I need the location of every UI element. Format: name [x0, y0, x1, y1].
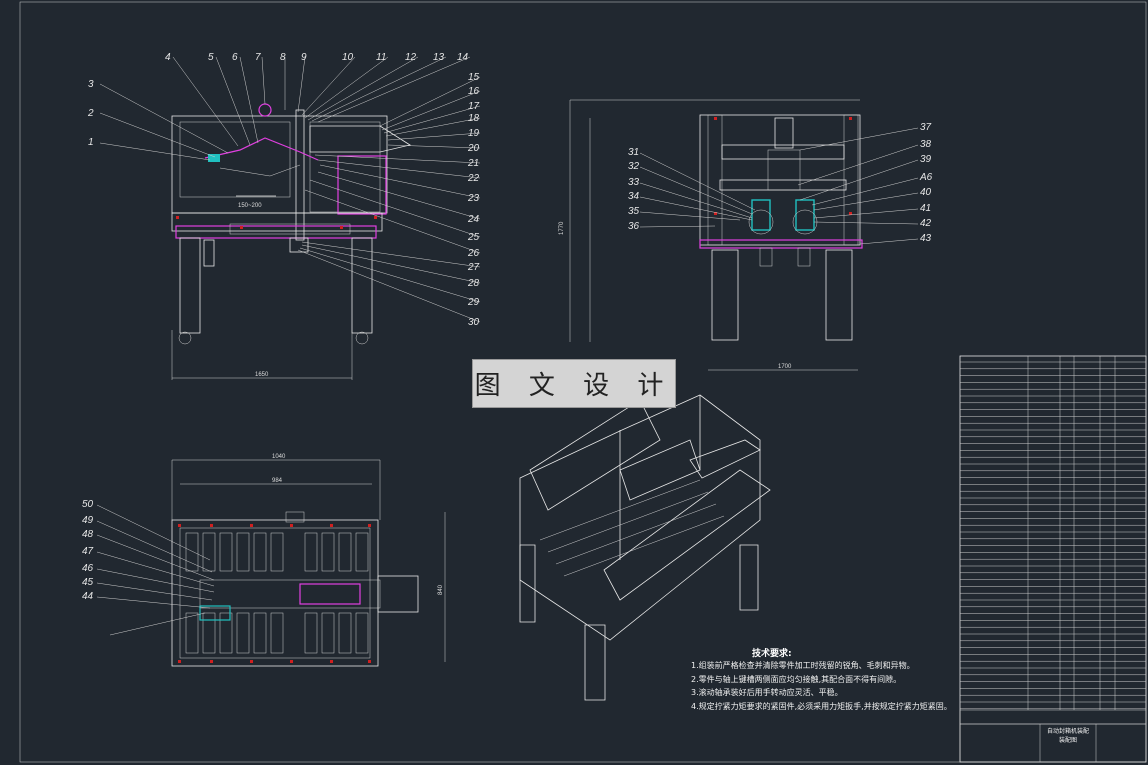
- callout-3: 3: [88, 79, 94, 90]
- callout-29: 29: [467, 297, 480, 308]
- callout-27: 27: [467, 262, 480, 273]
- title-block-subtitle: 装配图: [1058, 737, 1077, 744]
- technical-notes-title: 技术要求:: [752, 649, 792, 659]
- callout-31: 31: [628, 147, 639, 158]
- callout-5: 5: [208, 52, 214, 63]
- callout-23: 23: [467, 193, 480, 204]
- callout-A6: A6: [919, 172, 933, 183]
- callout-25: 25: [467, 232, 480, 243]
- side-view: 1770 1700: [559, 99, 933, 371]
- top-dim-inner: 984: [272, 478, 283, 484]
- top-dim-overall: 1040: [272, 454, 286, 460]
- callout-22: 22: [467, 173, 480, 184]
- callout-7: 7: [255, 52, 261, 63]
- callout-40: 40: [920, 187, 932, 198]
- front-dim-height: 150~200: [238, 203, 262, 209]
- note-2: 2.零件与轴上键槽两侧面应均匀接触,其配合面不得有间隙。: [691, 674, 902, 684]
- callout-43: 43: [920, 233, 932, 244]
- callout-48: 48: [82, 529, 94, 540]
- callout-49: 49: [82, 515, 94, 526]
- callout-16: 16: [468, 86, 480, 97]
- callout-2: 2: [87, 108, 94, 119]
- parts-list-table: [959, 355, 1147, 763]
- callout-41: 41: [920, 203, 931, 214]
- front-dim-width: 1650: [255, 372, 269, 378]
- callout-33: 33: [628, 177, 640, 188]
- callout-50: 50: [82, 499, 94, 510]
- callout-44: 44: [82, 591, 94, 602]
- callout-11: 11: [376, 52, 386, 63]
- title-block-name: 自动封箱机装配: [1046, 728, 1089, 735]
- note-3: 3.滚动轴承装好后用手转动应灵活、平稳。: [691, 688, 843, 697]
- callout-21: 21: [467, 158, 479, 169]
- callout-30: 30: [468, 317, 480, 328]
- side-dim-width: 1700: [778, 364, 792, 370]
- callout-36: 36: [628, 221, 640, 232]
- front-view: 150~200 1650: [87, 52, 481, 380]
- callout-45: 45: [82, 577, 94, 588]
- top-view: 1040 984 840 50 49 48: [82, 454, 446, 667]
- callout-38: 38: [920, 139, 932, 150]
- callout-6: 6: [232, 52, 238, 63]
- top-dim-depth: 840: [438, 584, 444, 595]
- callout-1: 1: [88, 137, 94, 148]
- callout-13: 13: [433, 52, 445, 63]
- callout-34: 34: [628, 191, 640, 202]
- callout-20: 20: [467, 143, 480, 154]
- callout-24: 24: [467, 214, 480, 225]
- side-dim-height: 1770: [559, 221, 565, 235]
- callout-18: 18: [468, 113, 480, 124]
- isometric-view: [519, 394, 771, 701]
- note-1: 1.组装前严格检查并清除零件加工时残留的锐角、毛刺和异物。: [691, 661, 915, 670]
- callout-35: 35: [628, 206, 640, 217]
- callout-32: 32: [628, 161, 640, 172]
- callout-4: 4: [165, 52, 171, 63]
- callout-47: 47: [82, 546, 94, 557]
- callout-19: 19: [468, 128, 480, 139]
- callout-10: 10: [342, 52, 354, 63]
- callout-15: 15: [468, 72, 480, 83]
- technical-notes: 1.组装前严格检查并清除零件加工时残留的锐角、毛刺和异物。 2.零件与轴上键槽两…: [691, 659, 961, 713]
- callout-26: 26: [467, 248, 480, 259]
- callout-37: 37: [920, 122, 932, 133]
- callout-17: 17: [468, 101, 480, 112]
- title-block: 自动封箱机装配 装配图: [1040, 727, 1096, 745]
- callout-8: 8: [280, 52, 286, 63]
- callout-9: 9: [301, 52, 307, 63]
- callout-42: 42: [920, 218, 932, 229]
- watermark-label: 图 文 设 计: [472, 359, 676, 408]
- callout-12: 12: [405, 52, 417, 63]
- callout-14: 14: [457, 52, 469, 63]
- note-4: 4.规定拧紧力矩要求的紧固件,必须采用力矩扳手,并按规定拧紧力矩紧固。: [691, 701, 952, 711]
- callout-46: 46: [82, 563, 94, 574]
- callout-39: 39: [920, 154, 932, 165]
- callout-28: 28: [467, 278, 480, 289]
